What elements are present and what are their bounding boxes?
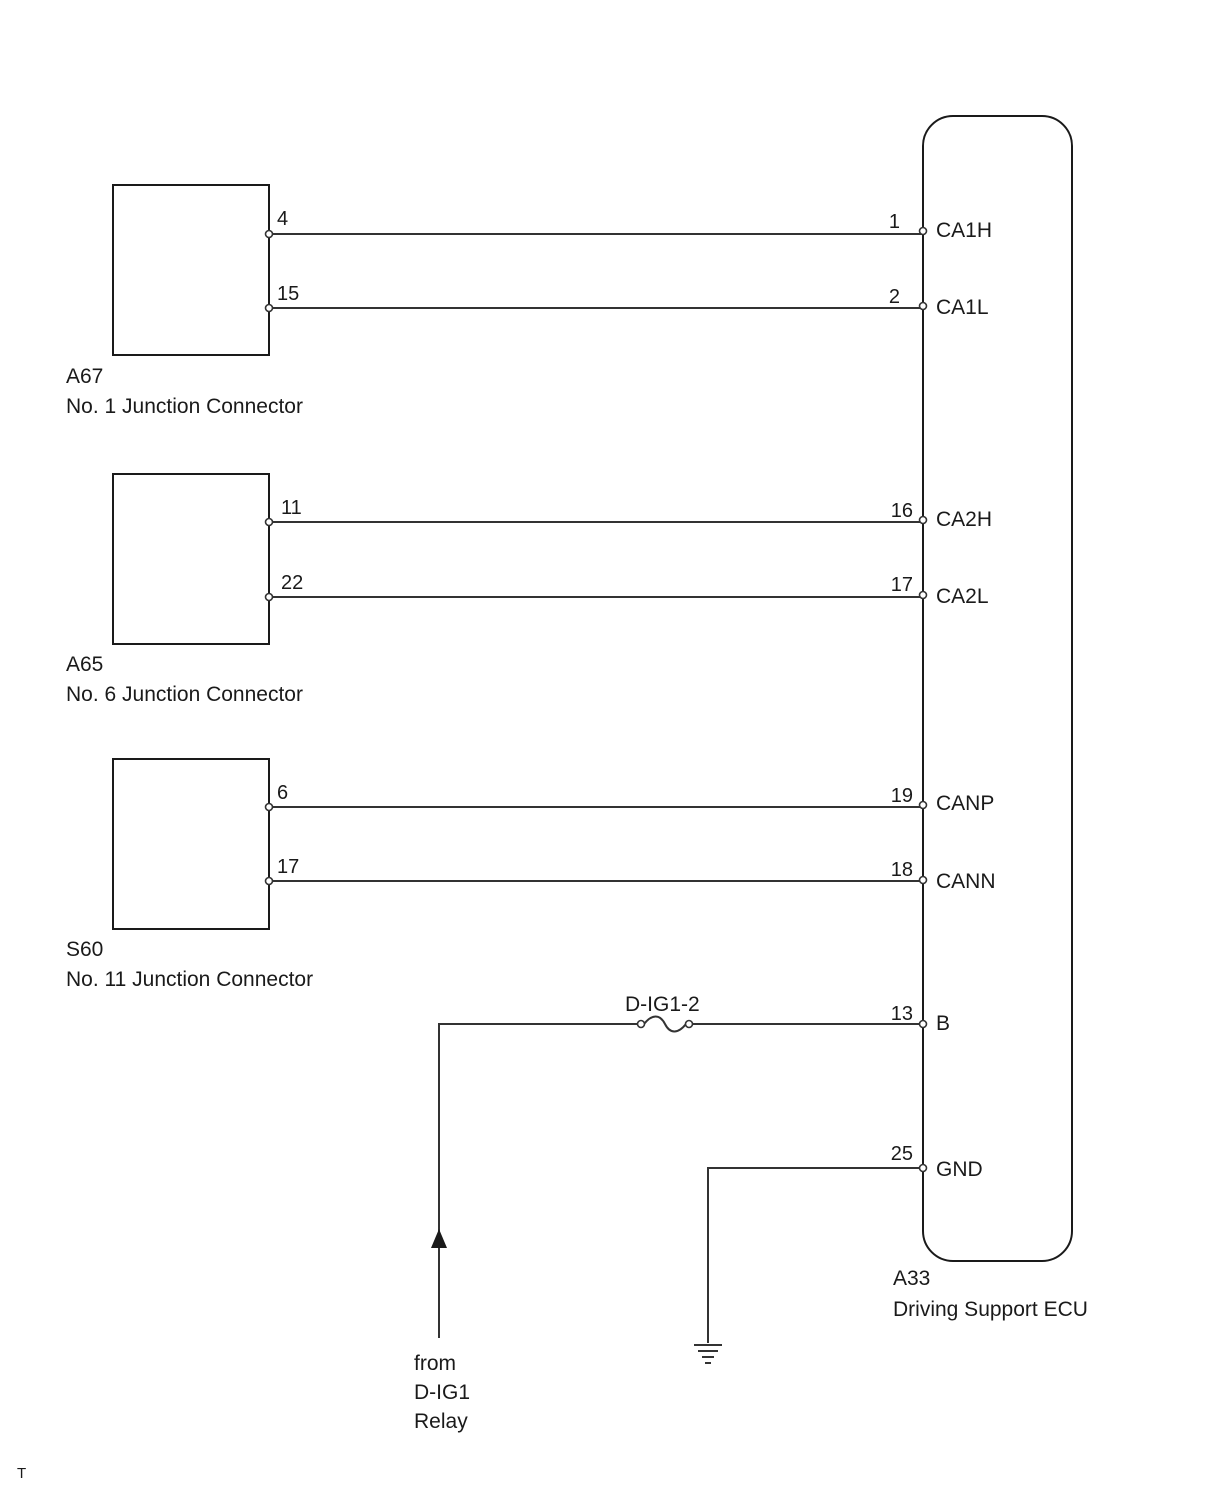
connector-s60-body	[112, 758, 270, 930]
connector-s60: S60 No. 11 Junction Connector 6 17	[66, 758, 313, 991]
ecu-pin-name-cann: CANN	[936, 870, 996, 893]
wire-ground	[707, 1167, 923, 1343]
ecu-code: A33	[893, 1267, 930, 1290]
connector-a67: A67 No. 1 Junction Connector 4 15	[66, 184, 303, 418]
source-arrow-icon	[431, 1229, 447, 1248]
terminal-ecu-ca2l	[918, 590, 928, 600]
connector-a65-code: A65	[66, 653, 103, 676]
ecu-pin-name-ca2h: CA2H	[936, 508, 992, 531]
fuse-terminal-right	[684, 1019, 694, 1029]
connector-a67-pin-15: 15	[277, 283, 299, 305]
connector-a65-name: No. 6 Junction Connector	[66, 683, 303, 706]
ecu-pin-number-b: 13	[891, 1003, 913, 1025]
ecu-pin-name-b: B	[936, 1012, 950, 1035]
connector-s60-code: S60	[66, 938, 103, 961]
terminal-ecu-b	[918, 1019, 928, 1029]
terminal-ecu-ca1h	[918, 226, 928, 236]
terminal-ecu-canp	[918, 800, 928, 810]
ecu-pin-number-ca1l: 2	[889, 286, 900, 308]
connector-s60-pin-17: 17	[277, 856, 299, 878]
terminal-ecu-gnd	[918, 1163, 928, 1173]
terminal-ecu-ca2h	[918, 515, 928, 525]
terminal-ecu-ca1l	[918, 301, 928, 311]
connector-a67-pin-4: 4	[277, 208, 288, 230]
ecu-pin-number-canp: 19	[891, 785, 913, 807]
connector-s60-pin-6: 6	[277, 782, 288, 804]
ecu-pin-name-ca2l: CA2L	[936, 585, 989, 608]
ecu-body	[922, 115, 1073, 1262]
source-label-line3: Relay	[414, 1410, 468, 1433]
ecu-pin-number-ca1h: 1	[889, 211, 900, 233]
terminal-ecu-cann	[918, 875, 928, 885]
ecu-pin-name-ca1h: CA1H	[936, 219, 992, 242]
terminal-s60-17	[264, 876, 274, 886]
terminal-a67-4	[264, 229, 274, 239]
ecu-pin-number-ca2l: 17	[891, 574, 913, 596]
source-label-line1: from	[414, 1352, 456, 1375]
terminal-a65-11	[264, 517, 274, 527]
connector-a65-pin-22: 22	[281, 572, 303, 594]
terminal-a67-15	[264, 303, 274, 313]
ecu-pin-name-canp: CANP	[936, 792, 994, 815]
fuse-symbol	[643, 1015, 687, 1033]
ecu-pin-name-ca1l: CA1L	[936, 296, 989, 319]
ecu-name: Driving Support ECU	[893, 1298, 1088, 1321]
fuse-terminal-left	[636, 1019, 646, 1029]
source-label-line2: D-IG1	[414, 1381, 470, 1404]
ecu-pin-number-ca2h: 16	[891, 500, 913, 522]
fuse-label: D-IG1-2	[625, 993, 700, 1016]
terminal-s60-6	[264, 802, 274, 812]
connector-a67-code: A67	[66, 365, 103, 388]
connector-s60-name: No. 11 Junction Connector	[66, 968, 313, 991]
corner-mark: T	[17, 1465, 26, 1482]
ecu-pin-name-gnd: GND	[936, 1158, 983, 1181]
connector-a67-name: No. 1 Junction Connector	[66, 395, 303, 418]
connector-a65: A65 No. 6 Junction Connector 11 22	[66, 473, 303, 706]
connector-a65-body	[112, 473, 270, 645]
ground-icon	[694, 1344, 722, 1364]
connector-a67-body	[112, 184, 270, 356]
terminal-a65-22	[264, 592, 274, 602]
connector-a65-pin-11: 11	[281, 497, 302, 519]
ecu-pin-number-gnd: 25	[891, 1143, 913, 1165]
wire-power	[438, 1023, 923, 1238]
ecu-pin-number-cann: 18	[891, 859, 913, 881]
